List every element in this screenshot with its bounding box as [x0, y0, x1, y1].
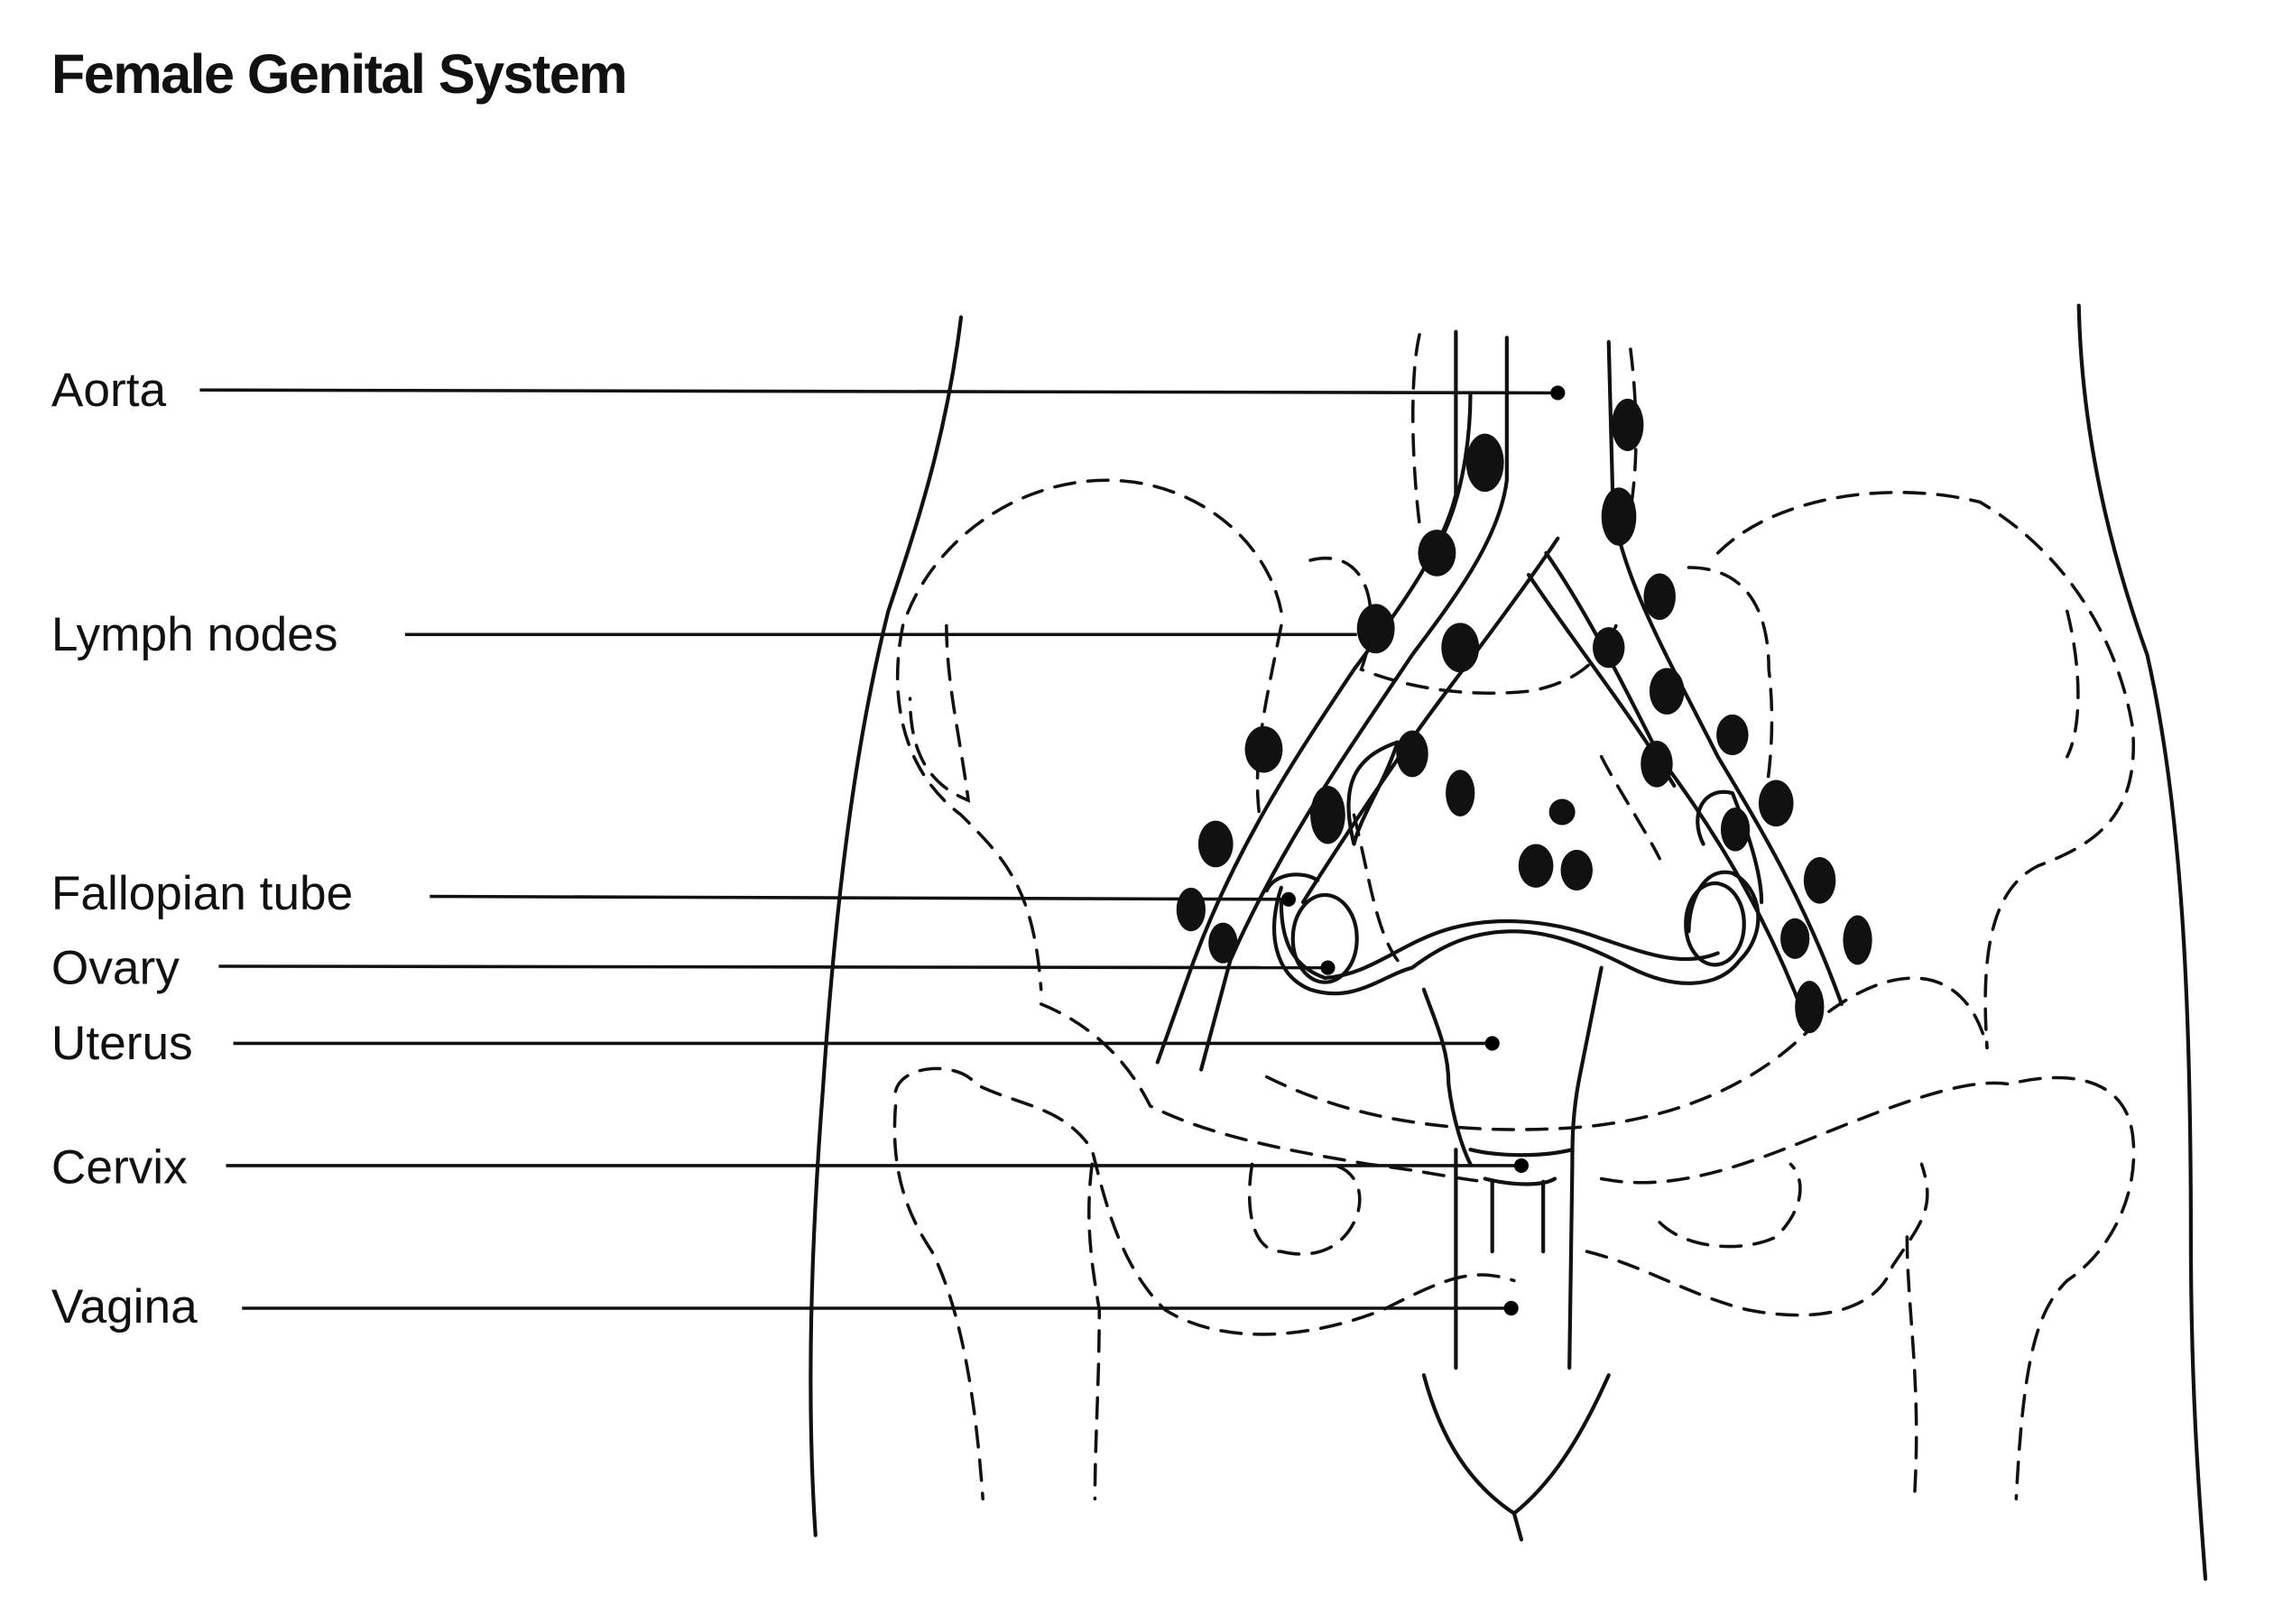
label-vagina: Vagina: [51, 1280, 1519, 1333]
label-text: Vagina: [51, 1280, 198, 1333]
leader-line: [430, 894, 1289, 901]
label-cervix: Cervix: [51, 1140, 1530, 1194]
leader-dot: [1280, 891, 1296, 907]
body-outline: [809, 303, 2208, 1582]
label-text: Lymph nodes: [51, 608, 338, 661]
label-text: Uterus: [51, 1017, 193, 1070]
label-text: Aorta: [51, 364, 167, 417]
label-text: Fallopian tube: [51, 867, 353, 920]
leader-dot: [1513, 1158, 1530, 1173]
leader-line: [218, 964, 1328, 970]
leader-line: [199, 388, 1558, 395]
label-aorta: Aorta: [51, 364, 1566, 417]
uterus-and-adnexa: [1264, 870, 1761, 1370]
label-fallopian-tube: Fallopian tube: [51, 867, 1296, 920]
diagram-title: Female Genital System: [51, 43, 626, 105]
label-text: Ovary: [51, 941, 180, 994]
label-text: Cervix: [51, 1140, 188, 1194]
label-lymph-nodes: Lymph nodes: [51, 608, 1357, 661]
label-uterus: Uterus: [51, 1017, 1500, 1070]
leader-dot: [1550, 385, 1566, 401]
leader-dot: [1484, 1036, 1500, 1051]
leader-dot: [1320, 960, 1336, 975]
leader-dot: [1503, 1300, 1519, 1316]
lymph-nodes: [1176, 398, 1872, 1034]
pelvis-bones: [892, 333, 2136, 1501]
label-ovary: Ovary: [51, 941, 1336, 994]
